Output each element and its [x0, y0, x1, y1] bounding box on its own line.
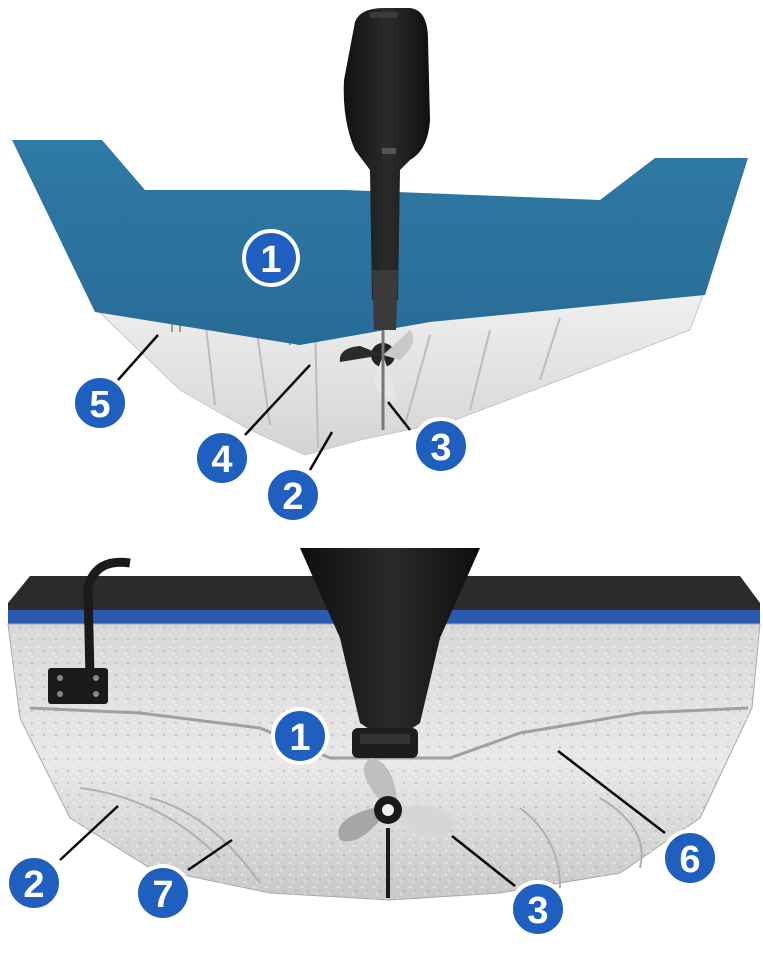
outboard-motor-icon — [343, 8, 430, 330]
svg-text:7: 7 — [152, 874, 173, 916]
callout-2: 2 — [5, 854, 63, 912]
stern-ladder-icon — [48, 557, 131, 704]
leader-lines — [59, 750, 666, 887]
leader-lines — [117, 334, 411, 471]
svg-text:5: 5 — [89, 384, 110, 426]
propeller-icon — [339, 330, 414, 430]
hull-texture — [8, 624, 760, 900]
svg-text:6: 6 — [679, 839, 700, 881]
top-view-panel: 1 5 4 3 2 — [12, 8, 748, 524]
callout-6: 6 — [661, 829, 719, 887]
callout-7: 7 — [134, 864, 192, 922]
top-view-illustration: 1 5 4 3 2 — [12, 8, 748, 524]
callout-3: 3 — [412, 417, 470, 475]
bottom-view-illustration: 1 2 7 3 6 — [5, 548, 761, 938]
svg-text:2: 2 — [282, 476, 303, 518]
callout-4: 4 — [193, 429, 251, 487]
callout-2: 2 — [264, 466, 322, 524]
callout-1: 1 — [242, 229, 300, 287]
svg-text:4: 4 — [211, 439, 232, 481]
callout-5: 5 — [71, 374, 129, 432]
svg-text:2: 2 — [23, 864, 44, 906]
propeller-icon — [338, 758, 455, 898]
outboard-motor-icon — [300, 548, 480, 758]
hull-strakes — [204, 317, 561, 449]
svg-text:1: 1 — [260, 239, 281, 281]
svg-text:3: 3 — [527, 890, 548, 932]
svg-text:1: 1 — [289, 717, 310, 759]
bottom-view-panel: 1 2 7 3 6 — [0, 548, 763, 955]
hull-strakes — [79, 787, 643, 889]
svg-text:3: 3 — [430, 427, 451, 469]
callout-1: 1 — [271, 707, 329, 765]
callout-3: 3 — [509, 880, 567, 938]
